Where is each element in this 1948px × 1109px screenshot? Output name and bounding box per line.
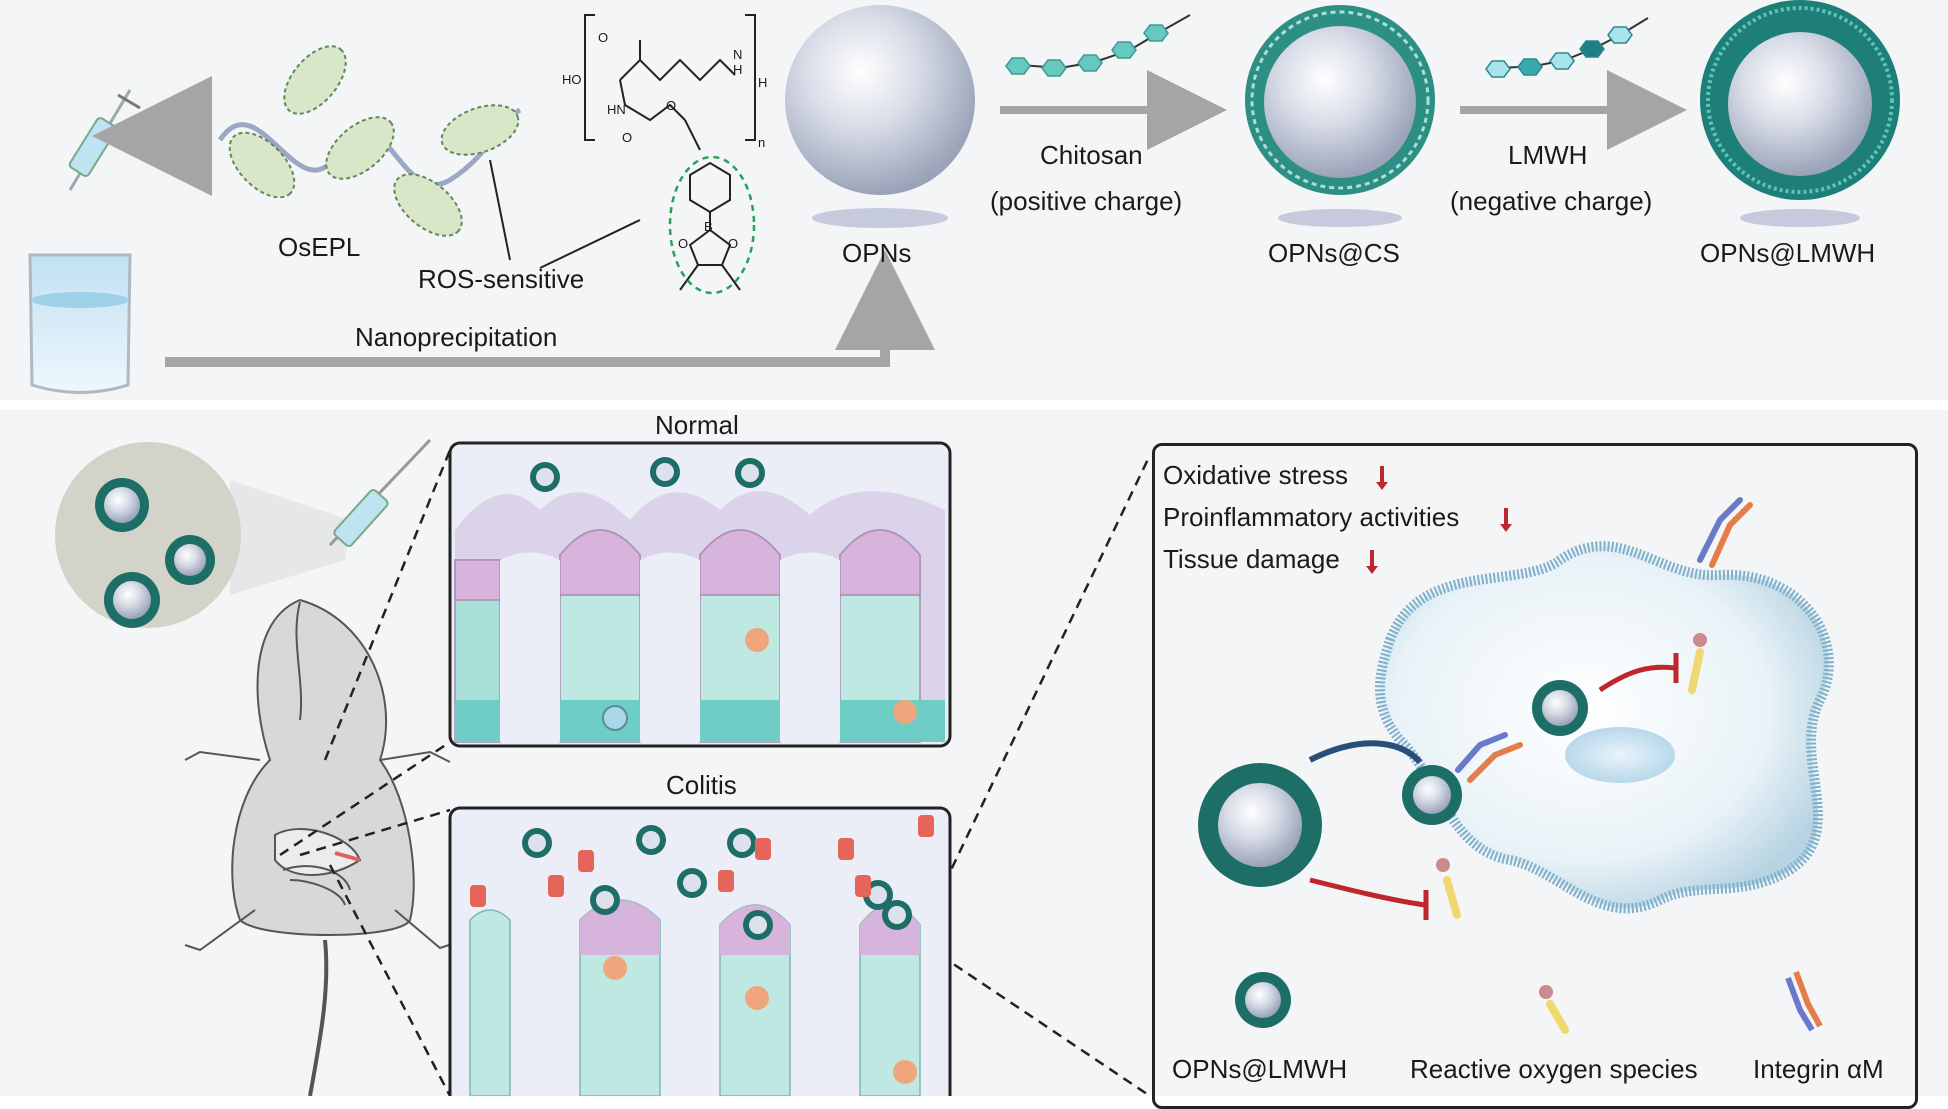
colitis-label: Colitis <box>666 770 737 800</box>
immune-cell <box>745 628 769 652</box>
zoom-connectors <box>279 449 1152 1096</box>
positive-charge-label: (positive charge) <box>990 186 1183 216</box>
mechanism-panel-frame <box>1152 443 1918 1109</box>
chemical-structure <box>584 14 756 291</box>
opns-label: OPNs <box>842 238 912 268</box>
ros-pointer-line <box>489 159 511 261</box>
chem-atom: O <box>678 236 689 251</box>
effect-oxidative-stress: Oxidative stress <box>1163 460 1348 490</box>
macrophage <box>602 705 628 731</box>
osepl-polymer <box>217 45 522 237</box>
chem-atom: N <box>733 47 743 62</box>
ros-pointer-line <box>539 219 641 269</box>
chem-atom: O <box>666 98 677 113</box>
colon-highlight <box>334 851 361 862</box>
legend-opns-lmwh: OPNs@LMWH <box>1172 1054 1348 1084</box>
nanoparticle-inset <box>55 442 350 628</box>
chem-atom: O <box>728 236 739 251</box>
syringe-icon <box>328 438 432 548</box>
legend-integrin: Integrin αM <box>1753 1054 1884 1084</box>
syringe-icon <box>68 89 141 191</box>
beaker-icon <box>28 253 132 394</box>
chem-atom: O <box>598 30 609 45</box>
normal-label: Normal <box>655 410 739 440</box>
lmwh-label: LMWH <box>1508 140 1588 170</box>
nanoprecipitation-arrow <box>165 250 935 367</box>
legend-ros: Reactive oxygen species <box>1410 1054 1698 1084</box>
chem-atom: H <box>758 75 768 90</box>
negative-charge-label: (negative charge) <box>1450 186 1653 216</box>
chitosan-chain <box>1005 14 1191 77</box>
chem-atom: O <box>622 130 633 145</box>
opns-lmwh-sphere <box>1700 0 1900 227</box>
ros-sensitive-label: ROS-sensitive <box>418 264 585 294</box>
effect-tissue-damage: Tissue damage <box>1163 544 1340 574</box>
chem-atom: HN <box>607 102 626 117</box>
osepl-label: OsEPL <box>278 232 361 262</box>
normal-tissue-panel <box>448 441 952 748</box>
chem-atom: HO <box>562 72 582 87</box>
cell-mechanism <box>1198 466 1834 1034</box>
lmwh-chain <box>1485 17 1649 78</box>
chitosan-label: Chitosan <box>1040 140 1143 170</box>
chem-atom: H <box>733 62 743 77</box>
opns-lmwh-label: OPNs@LMWH <box>1700 238 1876 268</box>
chem-atom: n <box>758 135 766 150</box>
mouse-illustration <box>184 598 459 1096</box>
opns-cs-sphere <box>1245 5 1435 227</box>
immune-cell <box>893 700 917 724</box>
colitis-tissue-panel <box>448 806 952 1096</box>
opns-cs-label: OPNs@CS <box>1268 238 1400 268</box>
opns-sphere <box>785 5 975 228</box>
effect-proinflammatory: Proinflammatory activities <box>1163 502 1460 532</box>
nanoprecipitation-label: Nanoprecipitation <box>355 322 558 352</box>
chem-atom: B <box>704 219 713 234</box>
boronic-highlight <box>668 155 756 295</box>
